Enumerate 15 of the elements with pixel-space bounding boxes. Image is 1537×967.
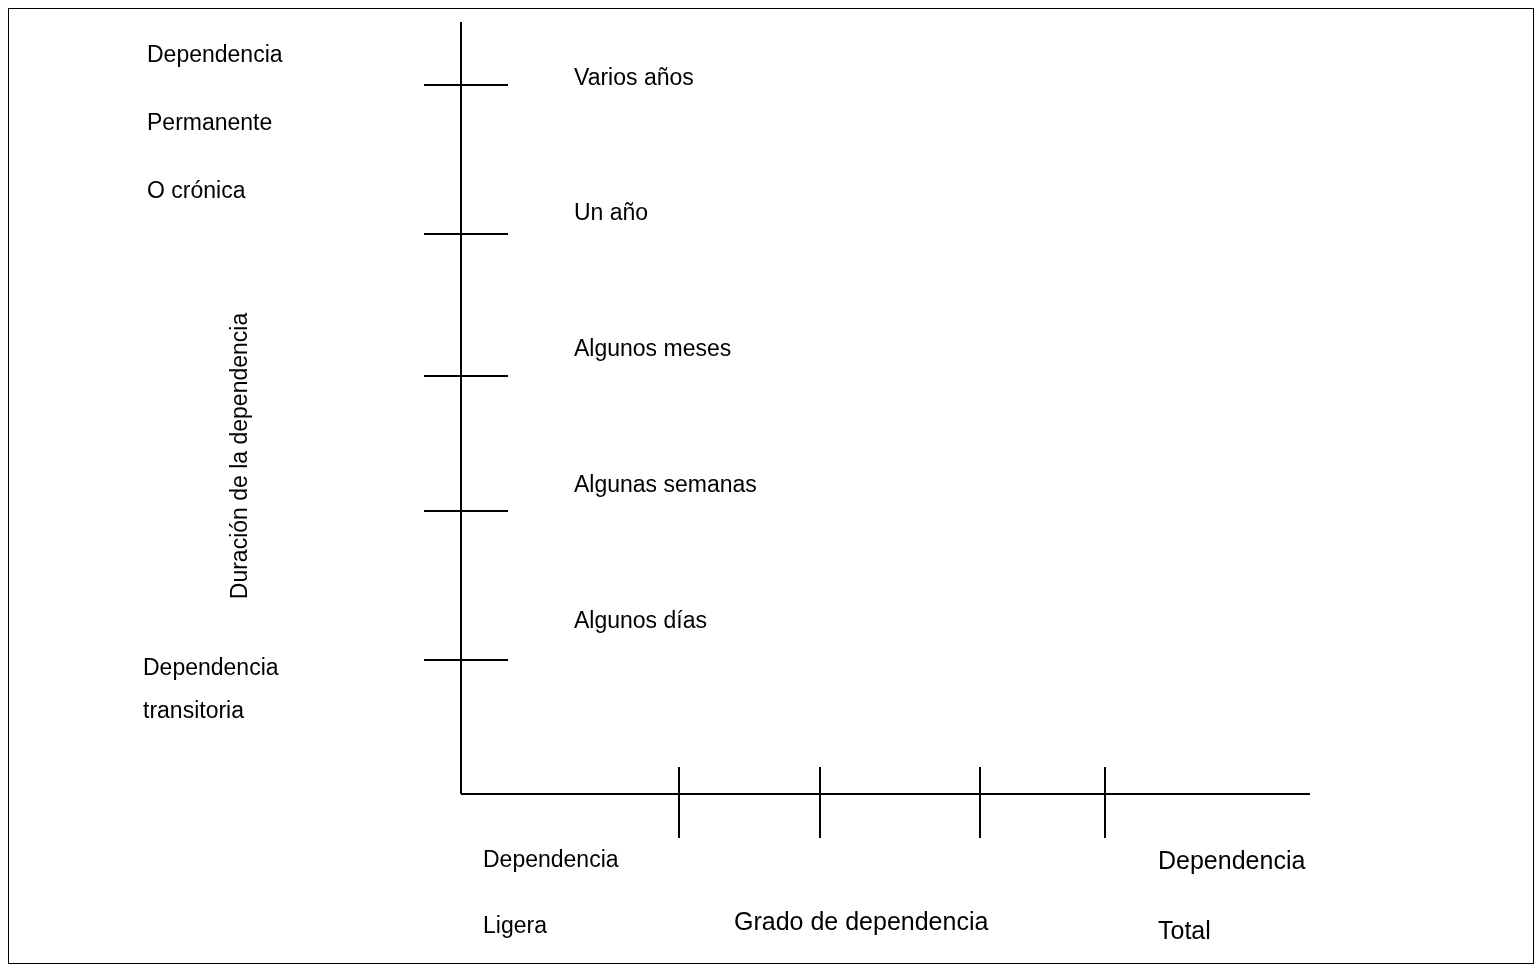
axis-end-label: Ligera xyxy=(483,911,547,940)
axis-end-label: Dependencia xyxy=(1158,845,1306,876)
tick-label: Algunos días xyxy=(574,606,707,635)
tick-label: Algunas semanas xyxy=(574,470,757,499)
axis-end-label: Total xyxy=(1158,915,1211,946)
axis-end-label: O crónica xyxy=(147,176,246,205)
axis-end-label: Dependencia transitoria xyxy=(143,653,280,725)
axis-title: Grado de dependencia xyxy=(734,906,989,937)
tick-label: Varios años xyxy=(574,63,694,92)
axis-title: Duración de la dependencia xyxy=(224,312,253,600)
axis-end-label: Permanente xyxy=(147,108,273,137)
axis-end-label: Dependencia xyxy=(483,845,619,874)
tick-label: Un año xyxy=(574,198,649,227)
axis-end-label: Dependencia xyxy=(147,40,283,69)
tick-label: Algunos meses xyxy=(574,334,732,363)
